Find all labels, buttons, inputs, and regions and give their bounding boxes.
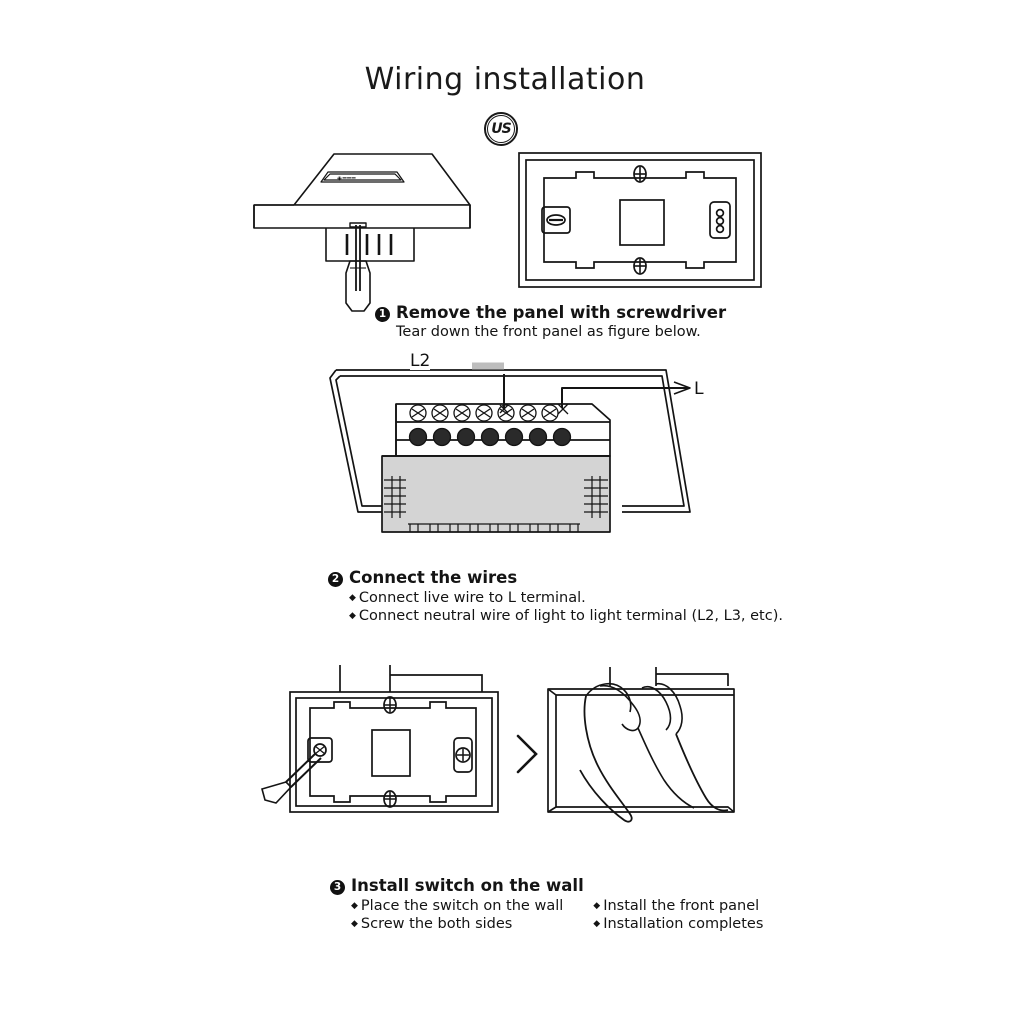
step-2-bullet-2: ◆Connect neutral wire of light to light … [349,607,783,624]
step-3-bullet-1: ◆Place the switch on the wall [351,897,564,914]
step-2-caption: 2 Connect the wires ◆Connect live wire t… [328,568,783,625]
step-1-number-badge: 1 [375,306,390,322]
step-3-bullet-columns: ◆Place the switch on the wall ◆Screw the… [351,897,763,933]
bullet-diamond-icon: ◆ [593,918,601,929]
ul-us-certification-icon: US [484,112,518,146]
step-3-number-badge: 3 [330,879,345,895]
svg-text:◈━━━: ◈━━━ [337,174,356,182]
bullet-diamond-icon: ◆ [593,900,601,911]
step-1-subtext: Tear down the front panel as figure belo… [396,323,701,340]
step-1-heading-row: 1 Remove the panel with screwdriver [375,303,726,323]
wire-label-l-text: L [694,379,704,399]
step-2-bullet-list: ◆Connect live wire to L terminal. ◆Conne… [349,589,783,625]
step-2-heading-row: 2 Connect the wires [328,568,783,588]
figure-switch-body-back-plate [516,150,764,290]
step-2-heading: Connect the wires [349,568,518,587]
bullet-diamond-icon: ◆ [351,918,358,929]
step-1-heading: Remove the panel with screwdriver [396,303,727,322]
figure-hand-attaching-front-panel [538,662,763,832]
step-2-bullet-1: ◆Connect live wire to L terminal. [349,589,586,606]
bullet-diamond-icon: ◆ [351,900,358,911]
page-title: Wiring installation [364,62,646,97]
step-2-number-badge: 2 [328,571,343,587]
figure-terminal-block-wiring: L2 L [322,352,712,562]
step-3-heading: Install switch on the wall [351,876,584,895]
step-3-bullet-4: ◆Installation completes [593,915,764,932]
wire-label-l2-text: L2 [410,352,430,371]
step-3-bullet-column-right: ◆Install the front panel ◆Installation c… [593,897,763,933]
bullet-diamond-icon: ◆ [349,592,356,603]
step-3-heading-row: 3 Install switch on the wall [330,876,763,896]
bullet-diamond-icon: ◆ [349,610,356,621]
step-1-caption: 1 Remove the panel with screwdriver Tear… [375,303,726,340]
figure-front-panel-with-screwdriver: ◈━━━ [242,148,492,313]
step-3-bullet-column-left: ◆Place the switch on the wall ◆Screw the… [351,897,563,933]
step-3-caption: 3 Install switch on the wall ◆Place the … [330,876,763,933]
ul-us-mark-label: US [491,121,511,137]
step-3-bullet-3: ◆Install the front panel [593,897,760,914]
step-3-bullet-2: ◆Screw the both sides [351,915,513,932]
figure-switch-screwed-to-wall [252,660,552,840]
